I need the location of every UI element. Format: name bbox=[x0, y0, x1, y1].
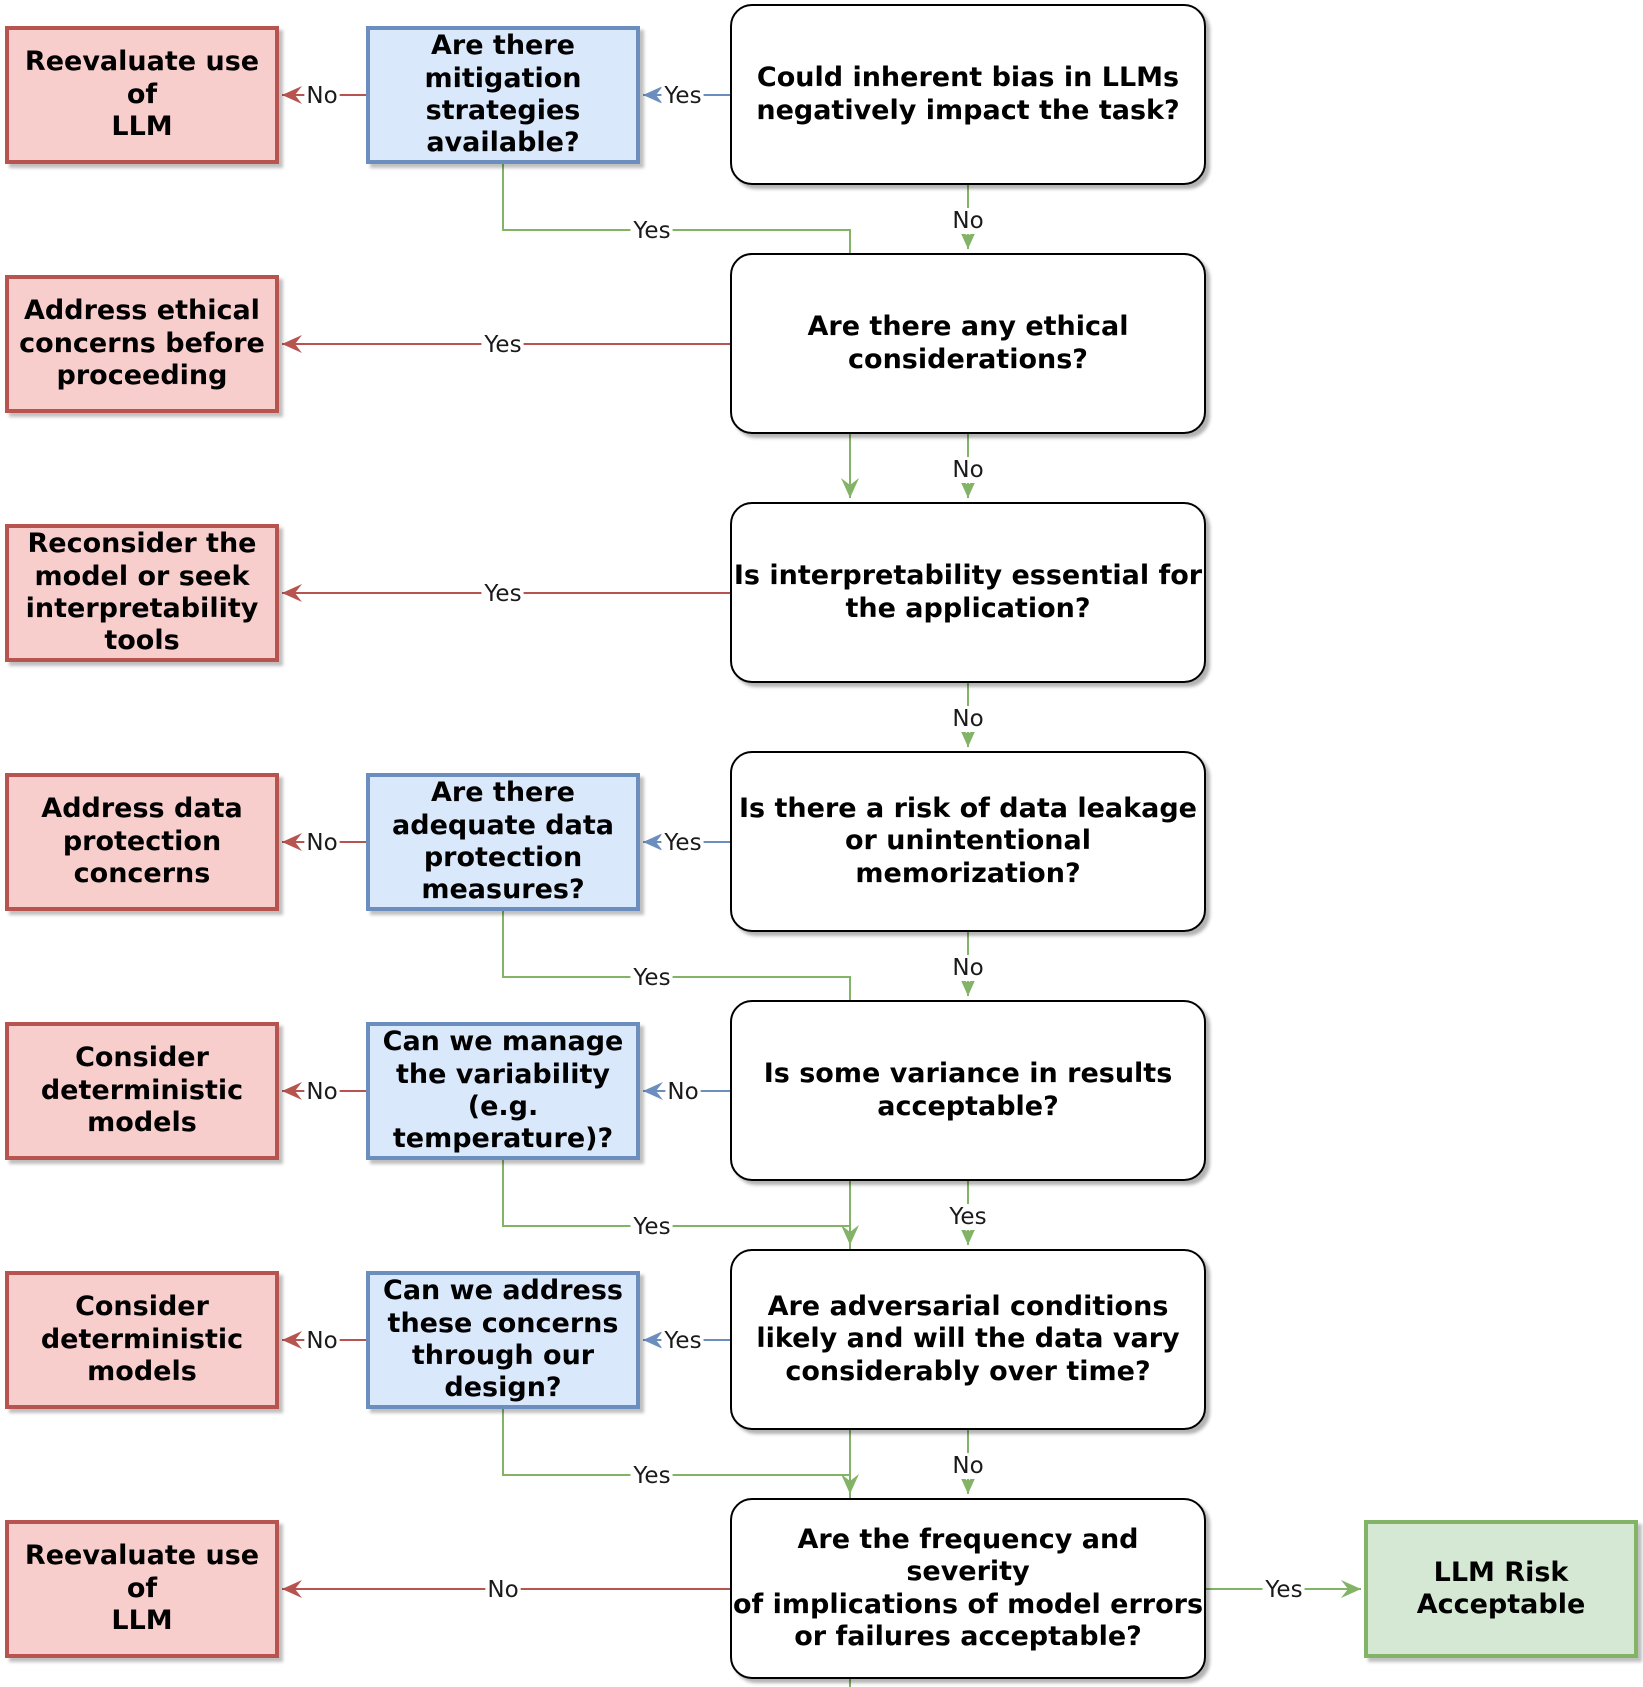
mitigation-data-protection: Are there adequate data protection measu… bbox=[366, 773, 640, 911]
arrowhead-icon bbox=[282, 1331, 302, 1349]
connector-label-m6-q7: Yes bbox=[632, 1463, 670, 1489]
connector-label-m6-o6: No bbox=[306, 1328, 337, 1354]
question-interpretability-text: Is interpretability essential for the ap… bbox=[733, 560, 1203, 624]
connector-label-bg bbox=[950, 1453, 986, 1479]
arrowhead-icon bbox=[282, 584, 302, 602]
outcome-reevaluate-llm-2: Reevaluate use of LLM bbox=[5, 1520, 279, 1658]
connector-label-bg bbox=[481, 332, 524, 358]
arrowhead-icon bbox=[643, 86, 663, 104]
question-data-leakage-text: Is there a risk of data leakage or unint… bbox=[739, 792, 1197, 889]
connector-label-q7-o7: No bbox=[487, 1577, 518, 1603]
connector-label-m5-q6: Yes bbox=[632, 1214, 670, 1240]
connector-label-bg bbox=[304, 1328, 340, 1354]
question-variance-text: Is some variance in results acceptable? bbox=[763, 1058, 1173, 1122]
outcome-deterministic-models-2: Consider deterministic models bbox=[5, 1271, 279, 1409]
arrowhead-icon bbox=[282, 86, 302, 104]
arrowhead-icon bbox=[282, 833, 302, 851]
connector-label-bg bbox=[630, 218, 673, 244]
connector-label-m4-o4: No bbox=[306, 830, 337, 856]
arrowhead-icon bbox=[643, 1082, 663, 1100]
outcome-reconsider-model: Reconsider the model or seek interpretab… bbox=[5, 524, 279, 662]
connector-label-q3-q4: No bbox=[952, 706, 983, 732]
outcome-reevaluate-llm-text: Reevaluate use of LLM bbox=[24, 46, 260, 143]
connector-label-bg bbox=[630, 965, 673, 991]
question-bias: Could inherent bias in LLMs negatively i… bbox=[730, 4, 1206, 185]
connector-label-q1-q2: No bbox=[952, 208, 983, 234]
question-interpretability: Is interpretability essential for the ap… bbox=[730, 502, 1206, 683]
connector-label-bg bbox=[950, 208, 986, 234]
connector-label-m1-o1: No bbox=[306, 83, 337, 109]
connector-label-bg bbox=[661, 1328, 704, 1354]
outcome-reevaluate-llm: Reevaluate use of LLM bbox=[5, 26, 279, 164]
arrowhead-icon bbox=[282, 335, 302, 353]
connector-label-bg bbox=[304, 83, 340, 109]
connector-label-q7-accept: Yes bbox=[1264, 1577, 1302, 1603]
question-bias-text: Could inherent bias in LLMs negatively i… bbox=[756, 62, 1180, 126]
connector-label-m1-q2: Yes bbox=[632, 218, 670, 244]
connector-label-bg bbox=[661, 83, 704, 109]
arrowhead-icon bbox=[643, 1331, 663, 1349]
outcome-address-ethics-text: Address ethical concerns before proceedi… bbox=[19, 295, 265, 392]
outcome-deterministic-models-text: Consider deterministic models bbox=[40, 1042, 244, 1139]
connector-label-q2-o2: Yes bbox=[483, 332, 521, 358]
mitigation-variability: Can we manage the variability (e.g. temp… bbox=[366, 1022, 640, 1160]
mitigation-strategies-text: Are there mitigation strategies availabl… bbox=[424, 30, 582, 159]
connector-label-q3-o3: Yes bbox=[483, 581, 521, 607]
connector-label-bg bbox=[485, 1577, 521, 1603]
question-adversarial: Are adversarial conditions likely and wi… bbox=[730, 1249, 1206, 1430]
mitigation-design: Can we address these concerns through ou… bbox=[366, 1271, 640, 1409]
connector-label-m4-q5: Yes bbox=[632, 965, 670, 991]
connector-label-q2-q3: No bbox=[952, 457, 983, 483]
question-ethics-text: Are there any ethical considerations? bbox=[807, 311, 1129, 375]
connector-label-bg bbox=[481, 581, 524, 607]
connector-label-bg bbox=[950, 706, 986, 732]
mitigation-variability-text: Can we manage the variability (e.g. temp… bbox=[382, 1026, 624, 1155]
mitigation-design-text: Can we address these concerns through ou… bbox=[383, 1275, 623, 1404]
connector-label-q1-m1: Yes bbox=[663, 83, 701, 109]
connector-label-bg bbox=[630, 1214, 673, 1240]
connector-label-q5-q6: Yes bbox=[948, 1204, 986, 1230]
outcome-reconsider-model-text: Reconsider the model or seek interpretab… bbox=[25, 528, 259, 657]
mitigation-data-protection-text: Are there adequate data protection measu… bbox=[392, 777, 614, 906]
connector-label-q4-q5: No bbox=[952, 955, 983, 981]
outcome-reevaluate-llm-2-text: Reevaluate use of LLM bbox=[24, 1540, 260, 1637]
arrowhead-icon bbox=[841, 478, 859, 498]
connector-label-bg bbox=[1262, 1577, 1305, 1603]
connector-label-bg bbox=[950, 955, 986, 981]
connector-label-bg bbox=[304, 830, 340, 856]
question-ethics: Are there any ethical considerations? bbox=[730, 253, 1206, 434]
outcome-address-data-protection-text: Address data protection concerns bbox=[41, 793, 243, 890]
connector-label-q6-q7: No bbox=[952, 1453, 983, 1479]
arrowhead-icon bbox=[282, 1580, 302, 1598]
arrowhead-icon bbox=[1341, 1580, 1361, 1598]
connector-label-bg bbox=[304, 1079, 340, 1105]
connector-label-bg bbox=[946, 1204, 989, 1230]
question-error-severity-text: Are the frequency and severity of implic… bbox=[732, 1523, 1204, 1652]
arrowhead-icon bbox=[643, 833, 663, 851]
connector-label-bg bbox=[661, 830, 704, 856]
mitigation-strategies: Are there mitigation strategies availabl… bbox=[366, 26, 640, 164]
connector-label-bg bbox=[950, 457, 986, 483]
question-adversarial-text: Are adversarial conditions likely and wi… bbox=[756, 1290, 1180, 1387]
outcome-risk-acceptable: LLM Risk Acceptable bbox=[1364, 1520, 1638, 1658]
connector-label-bg bbox=[630, 1463, 673, 1489]
connector-label-q6-m6: Yes bbox=[663, 1328, 701, 1354]
outcome-risk-acceptable-text: LLM Risk Acceptable bbox=[1416, 1556, 1586, 1620]
question-variance: Is some variance in results acceptable? bbox=[730, 1000, 1206, 1181]
question-error-severity: Are the frequency and severity of implic… bbox=[730, 1498, 1206, 1679]
connector-label-q5-m5: No bbox=[667, 1079, 698, 1105]
outcome-address-ethics: Address ethical concerns before proceedi… bbox=[5, 275, 279, 413]
outcome-deterministic-models-2-text: Consider deterministic models bbox=[40, 1291, 244, 1388]
arrowhead-icon bbox=[282, 1082, 302, 1100]
connector-label-m5-o5: No bbox=[306, 1079, 337, 1105]
question-data-leakage: Is there a risk of data leakage or unint… bbox=[730, 751, 1206, 932]
outcome-address-data-protection: Address data protection concerns bbox=[5, 773, 279, 911]
connector-label-bg bbox=[665, 1079, 701, 1105]
connector-label-q4-m4: Yes bbox=[663, 830, 701, 856]
outcome-deterministic-models: Consider deterministic models bbox=[5, 1022, 279, 1160]
